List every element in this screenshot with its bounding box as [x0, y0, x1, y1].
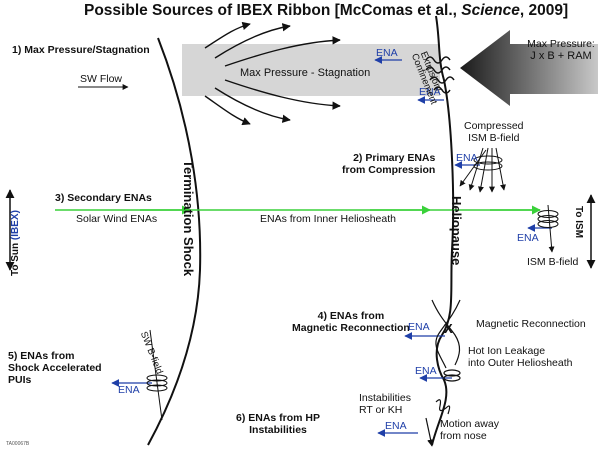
sw-bfield-coil	[146, 329, 168, 421]
primary-line2: from Compression	[342, 164, 436, 176]
max-pressure-right-line1: Max Pressure:	[527, 38, 595, 50]
label-magnetic-reconnection: Magnetic Reconnection	[476, 318, 586, 330]
compressed-field-lines	[459, 147, 506, 193]
ena-label-1: ENA	[376, 47, 398, 59]
label-max-pressure: 1) Max Pressure/Stagnation	[12, 44, 150, 56]
compressed-line1: Compressed	[464, 120, 524, 132]
hot-ion-line2: into Outer Heliosheath	[468, 357, 573, 369]
max-pressure-right-line2: J x B + RAM	[530, 50, 592, 62]
heliopause-line	[431, 15, 455, 446]
shock-line3: PUIs	[8, 374, 32, 386]
label-solar-wind-enas: Solar Wind ENAs	[76, 213, 158, 225]
shock-line2: Shock Accelerated	[8, 362, 102, 374]
stagnation-band	[182, 44, 440, 96]
reconnection-lines	[431, 299, 461, 382]
motion-line2: from nose	[440, 430, 487, 442]
hp-line1: 6) ENAs from HP	[236, 412, 321, 424]
label-heliopause: Heliopause	[449, 196, 464, 266]
label-hot-ion: Hot Ion Leakage into Outer Heliosheath	[468, 345, 572, 369]
termination-shock-line	[147, 37, 202, 446]
figure-id: TA00067B	[6, 441, 30, 447]
instab-line2: RT or KH	[359, 404, 403, 416]
ena-label-7: ENA	[118, 384, 140, 396]
extrusion-wiggles	[425, 56, 455, 94]
to-sun-text: To Sun	[10, 242, 21, 276]
ism-bfield-coil	[537, 204, 559, 253]
ena-label-8: ENA	[385, 420, 407, 432]
label-max-pressure-right: Max Pressure: J x B + RAM	[525, 38, 597, 62]
compressed-line2: ISM B-field	[468, 132, 520, 144]
hp-line2: Instabilities	[249, 424, 307, 436]
label-primary-enas: 2) Primary ENAs from Compression	[342, 152, 435, 176]
label-termination-shock: Termination Shock	[181, 160, 196, 277]
hot-ion-line1: Hot Ion Leakage	[468, 345, 546, 357]
instab-line1: Instabilities	[359, 392, 411, 404]
primary-line1: 2) Primary ENAs	[353, 152, 436, 164]
ena-arrows	[111, 56, 552, 437]
label-stagnation: Max Pressure - Stagnation	[240, 67, 371, 79]
label-inner-heliosheath: ENAs from Inner Heliosheath	[260, 213, 396, 225]
label-motion-away: Motion away from nose	[440, 418, 499, 442]
ena-label-3: ENA	[456, 152, 478, 164]
label-secondary-enas: 3) Secondary ENAs	[55, 192, 152, 204]
diagram-title: Possible Sources of IBEX Ribbon [McComas…	[84, 2, 568, 20]
label-compressed: Compressed ISM B-field	[464, 120, 524, 144]
label-to-sun: To Sun (IBEX)	[10, 210, 21, 276]
label-instabilities: Instabilities RT or KH	[359, 392, 411, 416]
shock-line1: 5) ENAs from	[8, 350, 75, 362]
reconn-line1: 4) ENAs from	[317, 310, 385, 322]
title-suffix: , 2009]	[519, 2, 569, 19]
ena-label-6: ENA	[415, 365, 437, 377]
instability-wave	[425, 399, 451, 447]
title-prefix: Possible Sources of IBEX Ribbon [McComas…	[84, 2, 462, 19]
ibex-text: (IBEX)	[10, 210, 21, 241]
sw-flow-curves	[204, 21, 341, 126]
label-shock-accelerated: 5) ENAs from Shock Accelerated PUIs	[8, 350, 102, 386]
motion-line1: Motion away	[440, 418, 499, 430]
label-to-ism: To ISM	[573, 206, 584, 239]
label-sw-flow: SW Flow	[80, 73, 122, 85]
label-ism-bfield: ISM B-field	[527, 256, 579, 268]
ena-label-5: ENA	[408, 321, 430, 333]
ena-label-2: ENA	[419, 86, 441, 98]
label-hp-instabilities: 6) ENAs from HP Instabilities	[236, 412, 320, 436]
reconnection-x-mark: X	[444, 321, 453, 336]
label-magnetic-reconnection-ena: 4) ENAs from Magnetic Reconnection	[292, 310, 410, 334]
ena-label-4: ENA	[517, 232, 539, 244]
reconn-line2: Magnetic Reconnection	[292, 322, 410, 334]
max-pressure-arrow	[460, 30, 598, 106]
title-journal: Science	[461, 2, 520, 19]
